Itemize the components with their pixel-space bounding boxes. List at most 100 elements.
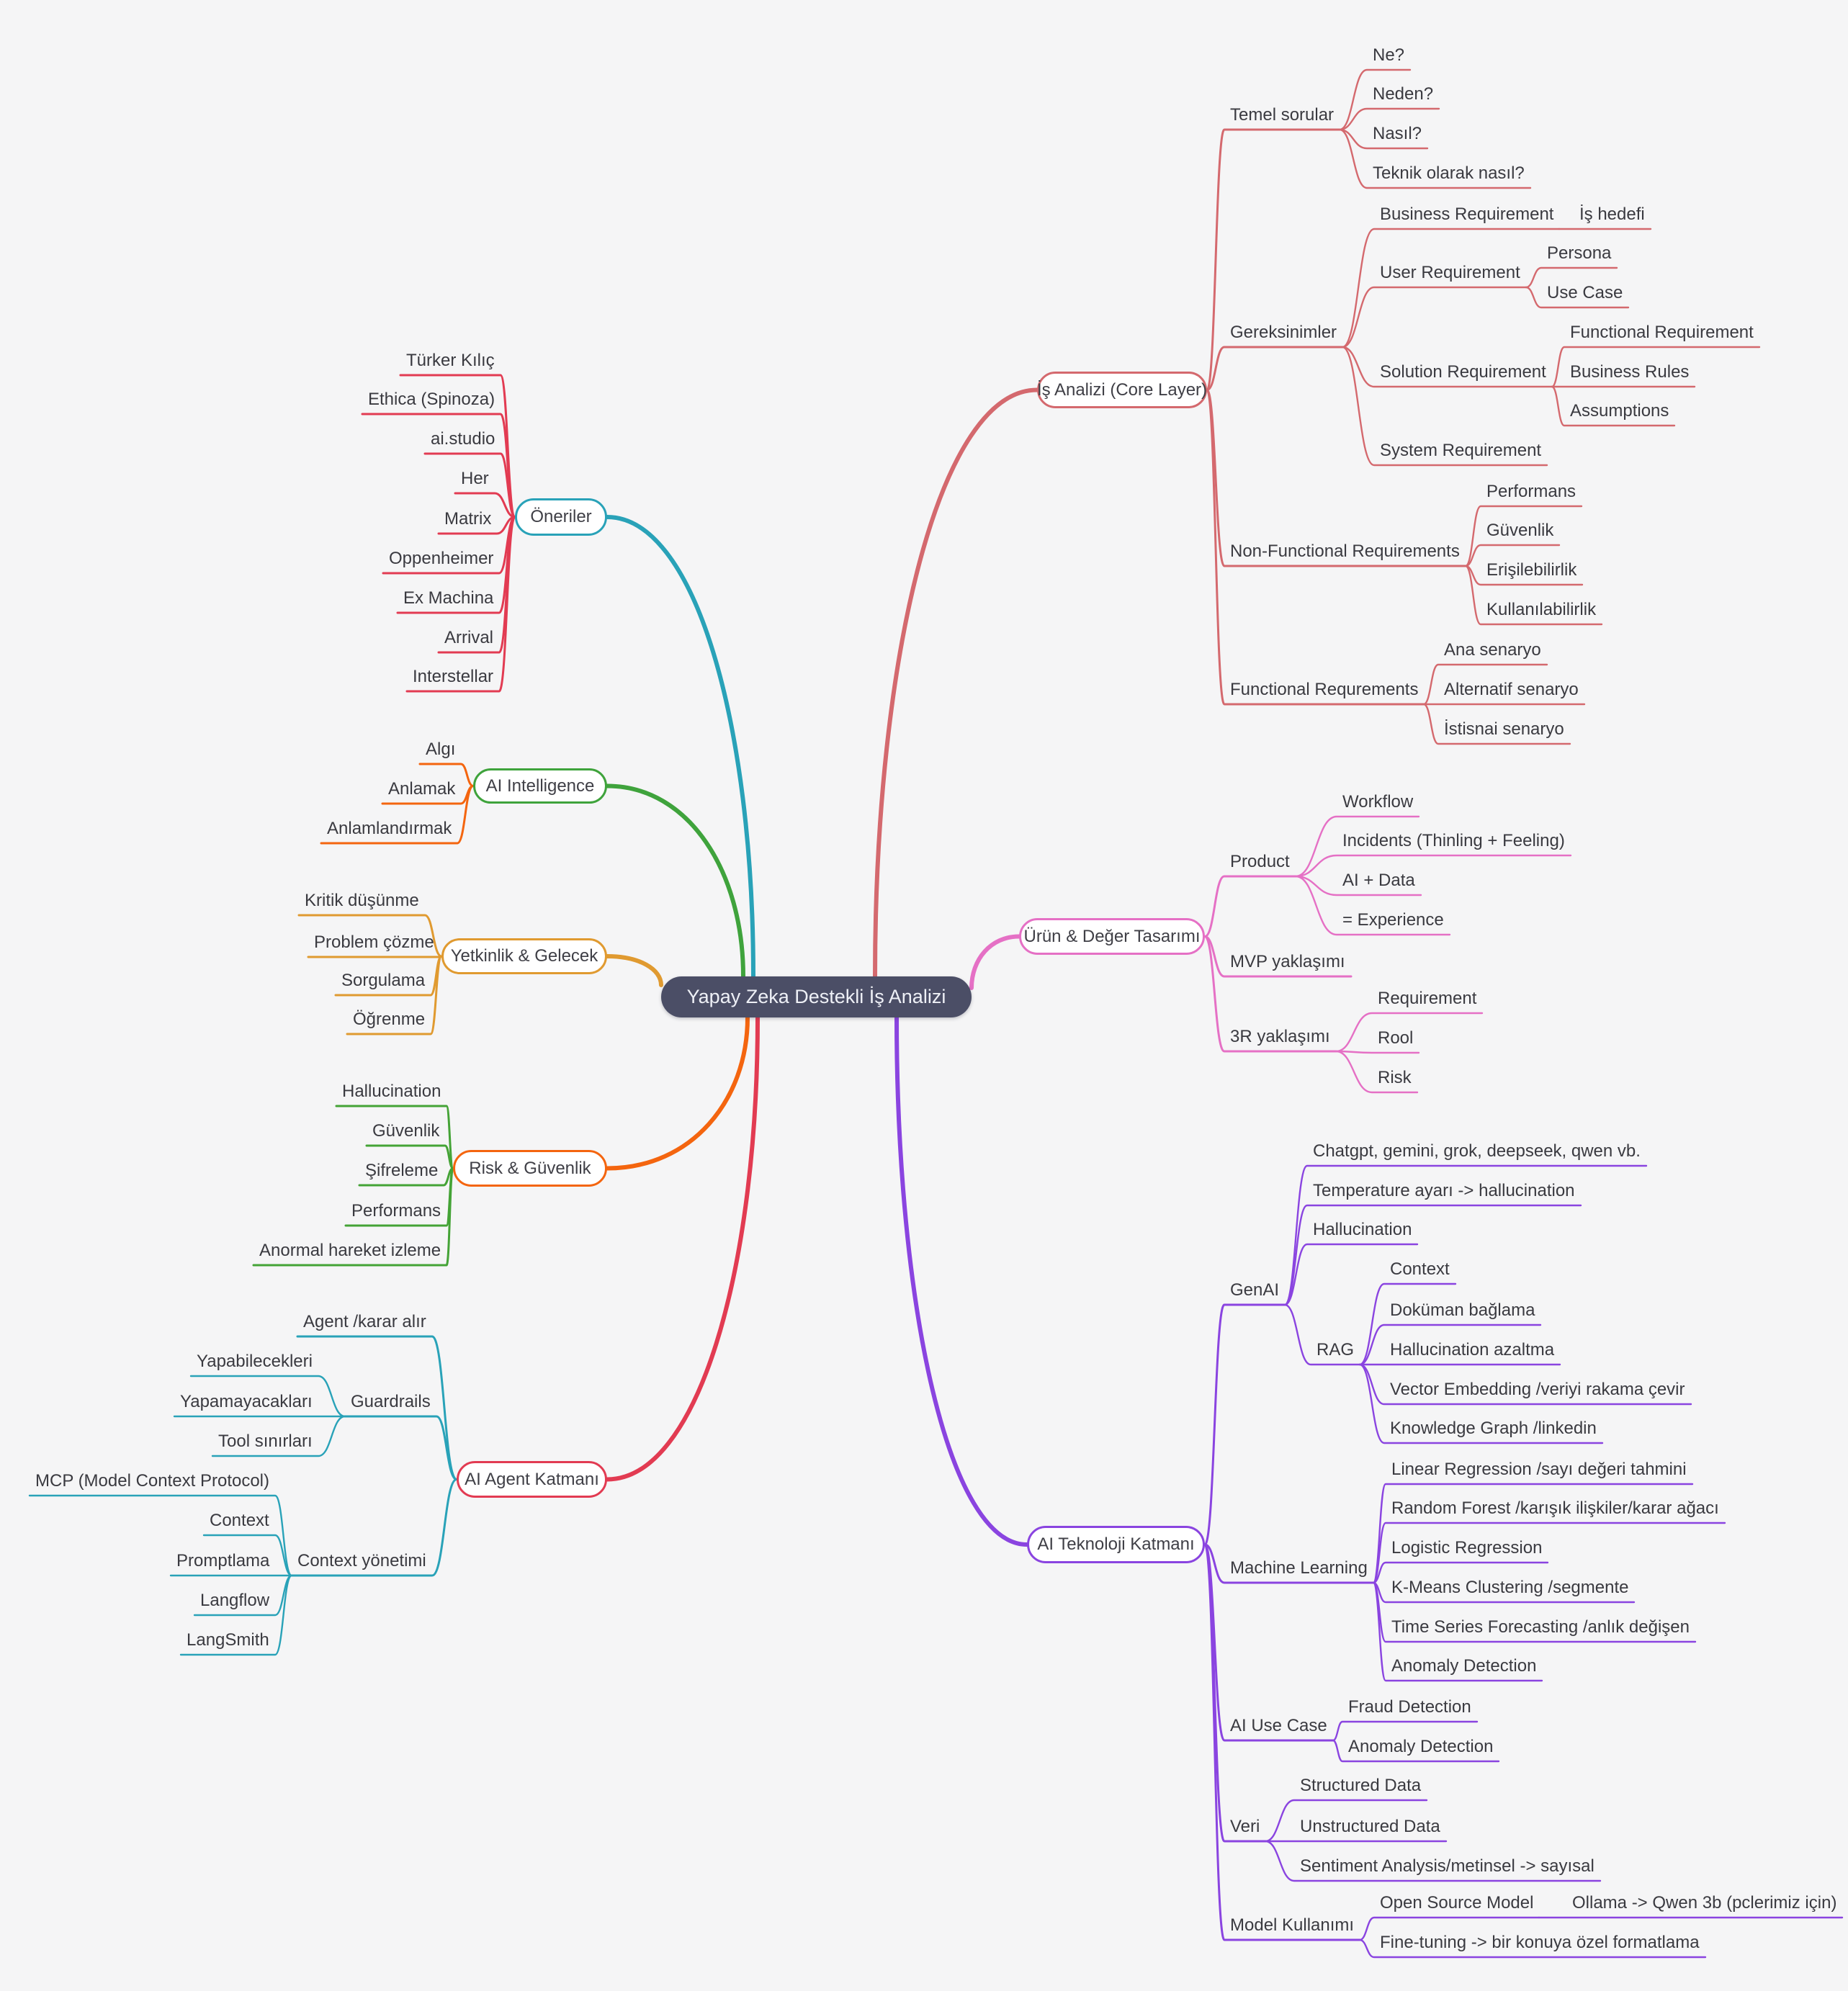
node-label-3r-yaklaşımı[interactable]: 3R yaklaşımı <box>1230 1027 1330 1046</box>
node-label-anlamak[interactable]: Anlamak <box>388 779 456 799</box>
node-label-guardrails[interactable]: Guardrails <box>351 1392 431 1411</box>
node-label-solution-requirement[interactable]: Solution Requirement <box>1380 362 1546 382</box>
node-label-logistic-regression[interactable]: Logistic Regression <box>1391 1538 1543 1558</box>
node-label-arrival[interactable]: Arrival <box>444 628 494 647</box>
node-label-ai-studio[interactable]: ai.studio <box>431 429 495 449</box>
node-label-anomaly-detection[interactable]: Anomaly Detection <box>1348 1737 1494 1756</box>
node-label-temperature-ayarı-hallucination[interactable]: Temperature ayarı -> hallucination <box>1313 1181 1575 1200</box>
node-label-fraud-detection[interactable]: Fraud Detection <box>1348 1697 1471 1717</box>
node-label-fine-tuning-bir-konuya-özel-formatlama[interactable]: Fine-tuning -> bir konuya özel formatlam… <box>1380 1933 1700 1952</box>
node-label-türker-kılıç[interactable]: Türker Kılıç <box>406 351 495 370</box>
node-label-requirement[interactable]: Requirement <box>1378 989 1477 1008</box>
node-label-oppenheimer[interactable]: Oppenheimer <box>389 549 494 568</box>
node-label-ne[interactable]: Ne? <box>1373 45 1405 65</box>
node-label-ana-senaryo[interactable]: Ana senaryo <box>1444 640 1541 660</box>
node-label-mcp-model-context-protocol[interactable]: MCP (Model Context Protocol) <box>35 1471 270 1491</box>
node-label-yapamayacakları[interactable]: Yapamayacakları <box>180 1392 313 1411</box>
node-label-i-ş-hedefi[interactable]: İş hedefi <box>1579 205 1645 224</box>
node-label-ethica-spinoza[interactable]: Ethica (Spinoza) <box>368 390 495 409</box>
node-label-machine-learning[interactable]: Machine Learning <box>1230 1558 1368 1578</box>
node-label-anomaly-detection[interactable]: Anomaly Detection <box>1391 1656 1537 1676</box>
node-label-temel-sorular[interactable]: Temel sorular <box>1230 105 1335 125</box>
node-label-interstellar[interactable]: Interstellar <box>413 667 494 686</box>
node-label-genai[interactable]: GenAI <box>1230 1280 1280 1300</box>
node-label-problem-çözme[interactable]: Problem çözme <box>314 932 434 952</box>
node-label-teknik-olarak-nasıl[interactable]: Teknik olarak nasıl? <box>1373 163 1525 183</box>
node-label-şifreleme[interactable]: Şifreleme <box>365 1161 439 1180</box>
node-label-algı[interactable]: Algı <box>426 740 456 759</box>
node-label-alternatif-senaryo[interactable]: Alternatif senaryo <box>1444 680 1579 699</box>
node-label-erişilebilirlik[interactable]: Erişilebilirlik <box>1486 560 1577 580</box>
node-label-use-case[interactable]: Use Case <box>1547 283 1623 302</box>
node-label-ex-machina[interactable]: Ex Machina <box>403 588 494 608</box>
node-label-langsmith[interactable]: LangSmith <box>187 1630 269 1650</box>
node-label-güvenlik[interactable]: Güvenlik <box>1486 521 1554 540</box>
node-label-sorgulama[interactable]: Sorgulama <box>341 971 426 990</box>
node-label-promptlama[interactable]: Promptlama <box>176 1551 270 1570</box>
node-label-context[interactable]: Context <box>210 1511 269 1530</box>
node-label-random-forest-karışık-ilişkiler-karar-ağacı[interactable]: Random Forest /karışık ilişkiler/karar a… <box>1391 1498 1719 1518</box>
branch-pill-öneriler[interactable]: Öneriler <box>515 498 607 536</box>
node-label-gereksinimler[interactable]: Gereksinimler <box>1230 323 1337 342</box>
node-label-context[interactable]: Context <box>1390 1259 1450 1279</box>
node-label-tool-sınırları[interactable]: Tool sınırları <box>218 1432 313 1451</box>
node-label-ai-use-case[interactable]: AI Use Case <box>1230 1716 1327 1735</box>
node-label-performans[interactable]: Performans <box>351 1201 441 1221</box>
node-label-persona[interactable]: Persona <box>1547 243 1612 263</box>
node-label-experience[interactable]: = Experience <box>1342 910 1444 930</box>
node-label-hallucination[interactable]: Hallucination <box>342 1082 441 1101</box>
node-label-functional-requrements[interactable]: Functional Requrements <box>1230 680 1419 699</box>
branch-pill-ai-teknoloji-katmanı[interactable]: AI Teknoloji Katmanı <box>1027 1526 1205 1563</box>
node-label-güvenlik[interactable]: Güvenlik <box>372 1121 440 1141</box>
node-label-matrix[interactable]: Matrix <box>444 509 492 529</box>
node-label-kritik-düşünme[interactable]: Kritik düşünme <box>305 891 419 910</box>
branch-pill-ai-agent-katmanı[interactable]: AI Agent Katmanı <box>457 1461 607 1498</box>
node-label-mvp-yaklaşımı[interactable]: MVP yaklaşımı <box>1230 952 1345 971</box>
node-label-rag[interactable]: RAG <box>1317 1340 1355 1359</box>
node-label-rool[interactable]: Rool <box>1378 1028 1414 1048</box>
node-label-hallucination-azaltma[interactable]: Hallucination azaltma <box>1390 1340 1555 1359</box>
node-label-anlamlandırmak[interactable]: Anlamlandırmak <box>327 819 452 838</box>
branch-pill-i-ş-analizi-core-layer[interactable]: İş Analizi (Core Layer) <box>1037 372 1207 408</box>
node-label-model-kullanımı[interactable]: Model Kullanımı <box>1230 1915 1355 1935</box>
node-label-k-means-clustering-segmente[interactable]: K-Means Clustering /segmente <box>1391 1578 1629 1597</box>
node-label-langflow[interactable]: Langflow <box>200 1591 270 1610</box>
node-label-sentiment-analysis-metinsel-sayısal[interactable]: Sentiment Analysis/metinsel -> sayısal <box>1300 1856 1594 1876</box>
node-label-business-requirement[interactable]: Business Requirement <box>1380 205 1554 224</box>
node-label-i-stisnai-senaryo[interactable]: İstisnai senaryo <box>1444 719 1564 739</box>
root-node[interactable]: Yapay Zeka Destekli İş Analizi <box>661 976 972 1017</box>
branch-pill-risk-güvenlik[interactable]: Risk & Güvenlik <box>453 1150 607 1187</box>
branch-pill-ai-intelligence[interactable]: AI Intelligence <box>473 768 607 804</box>
node-label-unstructured-data[interactable]: Unstructured Data <box>1300 1817 1440 1836</box>
node-label-agent-karar-alır[interactable]: Agent /karar alır <box>303 1312 426 1331</box>
node-label-product[interactable]: Product <box>1230 852 1290 871</box>
node-label-open-source-model[interactable]: Open Source Model <box>1380 1893 1534 1913</box>
node-label-doküman-bağlama[interactable]: Doküman bağlama <box>1390 1300 1535 1320</box>
node-label-yapabilecekleri[interactable]: Yapabilecekleri <box>197 1352 313 1371</box>
node-label-ollama-qwen-3b-pclerimiz-için[interactable]: Ollama -> Qwen 3b (pclerimiz için) <box>1572 1893 1837 1913</box>
node-label-kullanılabilirlik[interactable]: Kullanılabilirlik <box>1486 600 1597 619</box>
node-label-time-series-forecasting-anlık-değişen[interactable]: Time Series Forecasting /anlık değişen <box>1391 1617 1690 1637</box>
node-label-structured-data[interactable]: Structured Data <box>1300 1776 1422 1795</box>
node-label-nasıl[interactable]: Nasıl? <box>1373 124 1422 143</box>
node-label-linear-regression-sayı-değeri-tahmini[interactable]: Linear Regression /sayı değeri tahmini <box>1391 1460 1687 1479</box>
node-label-öğrenme[interactable]: Öğrenme <box>353 1010 426 1029</box>
node-label-system-requirement[interactable]: System Requirement <box>1380 441 1542 460</box>
node-label-non-functional-requirements[interactable]: Non-Functional Requirements <box>1230 541 1460 561</box>
branch-pill-yetkinlik-gelecek[interactable]: Yetkinlik & Gelecek <box>441 938 607 974</box>
node-label-chatgpt-gemini-grok-deepseek-qwen-vb[interactable]: Chatgpt, gemini, grok, deepseek, qwen vb… <box>1313 1141 1641 1161</box>
branch-pill-ürün-değer-tasarımı[interactable]: Ürün & Değer Tasarımı <box>1019 918 1205 955</box>
node-label-workflow[interactable]: Workflow <box>1342 792 1414 812</box>
node-label-assumptions[interactable]: Assumptions <box>1570 401 1669 421</box>
node-label-knowledge-graph-linkedin[interactable]: Knowledge Graph /linkedin <box>1390 1419 1597 1438</box>
node-label-functional-requirement[interactable]: Functional Requirement <box>1570 323 1754 342</box>
node-label-performans[interactable]: Performans <box>1486 482 1576 501</box>
node-label-business-rules[interactable]: Business Rules <box>1570 362 1690 382</box>
node-label-hallucination[interactable]: Hallucination <box>1313 1220 1412 1239</box>
node-label-risk[interactable]: Risk <box>1378 1068 1412 1087</box>
node-label-context-yönetimi[interactable]: Context yönetimi <box>297 1551 426 1570</box>
node-label-vector-embedding-veriyi-rakama-çevir[interactable]: Vector Embedding /veriyi rakama çevir <box>1390 1380 1685 1399</box>
node-label-her[interactable]: Her <box>461 469 489 488</box>
node-label-veri[interactable]: Veri <box>1230 1817 1260 1836</box>
node-label-user-requirement[interactable]: User Requirement <box>1380 263 1520 282</box>
